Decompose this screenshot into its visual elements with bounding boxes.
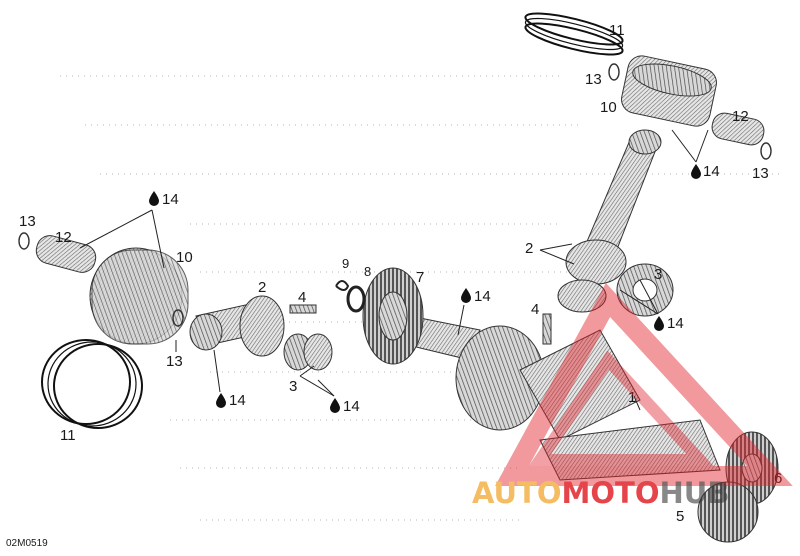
piston-left: [89, 247, 189, 345]
callout-crankshaft: 1: [628, 389, 636, 406]
gear-small: [697, 481, 759, 543]
circlip-left-top: [18, 232, 30, 250]
oil-callout-left-rod: 14: [216, 392, 246, 409]
circlip-right-side: [760, 142, 772, 160]
bearing-left: [283, 333, 333, 371]
piston-rings-top: [524, 12, 624, 56]
gear-large: [362, 267, 424, 365]
callout-piston-left: 10: [176, 249, 193, 266]
callout-rings-bottom: 11: [60, 427, 76, 444]
pin-right: [542, 313, 552, 345]
wrist-pin-left: [35, 235, 97, 273]
callout-circlip-left-top: 13: [19, 213, 36, 230]
watermark-part-hub: HUB: [660, 476, 730, 510]
pin-left: [289, 304, 317, 314]
leader-lines: [79, 129, 709, 411]
oil-label: 14: [703, 163, 720, 180]
callout-circlip-right-top: 13: [585, 71, 602, 88]
callout-circlip-left-bottom: 13: [166, 353, 183, 370]
washer: [346, 285, 366, 313]
callout-rod-right: 2: [525, 240, 533, 257]
oil-drop-icon: [149, 191, 159, 206]
oil-callout-crank-shaft: 14: [461, 288, 491, 305]
watermark-inner-triangle: [528, 350, 714, 466]
oil-label: 14: [229, 392, 246, 409]
callout-wrist-pin-left: 12: [55, 229, 72, 246]
piston-right: [621, 55, 717, 127]
diagram-code: 02M0519: [6, 538, 48, 549]
circlip-9: [335, 280, 350, 291]
oil-label: 14: [162, 191, 179, 208]
callout-wrist-pin-right: 12: [732, 108, 749, 125]
oil-drop-icon: [216, 393, 226, 408]
callout-bearing-right: 3: [654, 266, 662, 283]
circlip-right-top: [608, 63, 620, 81]
oil-drop-icon: [330, 398, 340, 413]
rod-cap-right: [557, 279, 607, 313]
callout-pin-left: 4: [298, 289, 306, 306]
oil-callout-right-bearing: 14: [654, 315, 684, 332]
watermark-part-auto: AUTO: [472, 476, 562, 510]
circlip-left-bottom: [172, 309, 184, 327]
callout-washer: 8: [364, 264, 371, 279]
piston-rings-bottom: [41, 339, 143, 429]
callout-piston-right: 10: [600, 99, 617, 116]
callout-rod-left: 2: [258, 279, 266, 296]
oil-label: 14: [343, 398, 360, 415]
connecting-rod-left: [189, 295, 285, 357]
callout-pin-right: 4: [531, 301, 539, 318]
oil-callout-left-piston: 14: [149, 191, 179, 208]
oil-drop-icon: [461, 288, 471, 303]
wrist-pin-right: [711, 112, 765, 146]
oil-label: 14: [474, 288, 491, 305]
callout-gear-large: 7: [416, 269, 424, 286]
background-dotted-lines: [60, 75, 780, 521]
connecting-rod-right: [565, 129, 662, 285]
oil-callout-right-piston: 14: [691, 163, 720, 180]
callout-circlip-right-side: 13: [752, 165, 769, 182]
watermark: AUTOMOTOHUB: [472, 282, 793, 510]
callout-rings-top: 11: [609, 22, 625, 39]
callout-circlip-9: 9: [342, 256, 349, 271]
watermark-triangle: [495, 282, 793, 486]
oil-callout-left-bearings: 14: [330, 398, 360, 415]
oil-label: 14: [667, 315, 684, 332]
oil-drop-icon: [654, 316, 664, 331]
oil-drop-icon: [691, 164, 701, 179]
callout-gear-small: 5: [676, 508, 684, 525]
callout-bearing-left: 3: [289, 378, 297, 395]
watermark-text: AUTOMOTOHUB: [472, 476, 729, 510]
callout-gear-end: 6: [774, 470, 782, 487]
watermark-part-moto: MOTO: [562, 476, 660, 510]
crankshaft: [411, 317, 721, 481]
